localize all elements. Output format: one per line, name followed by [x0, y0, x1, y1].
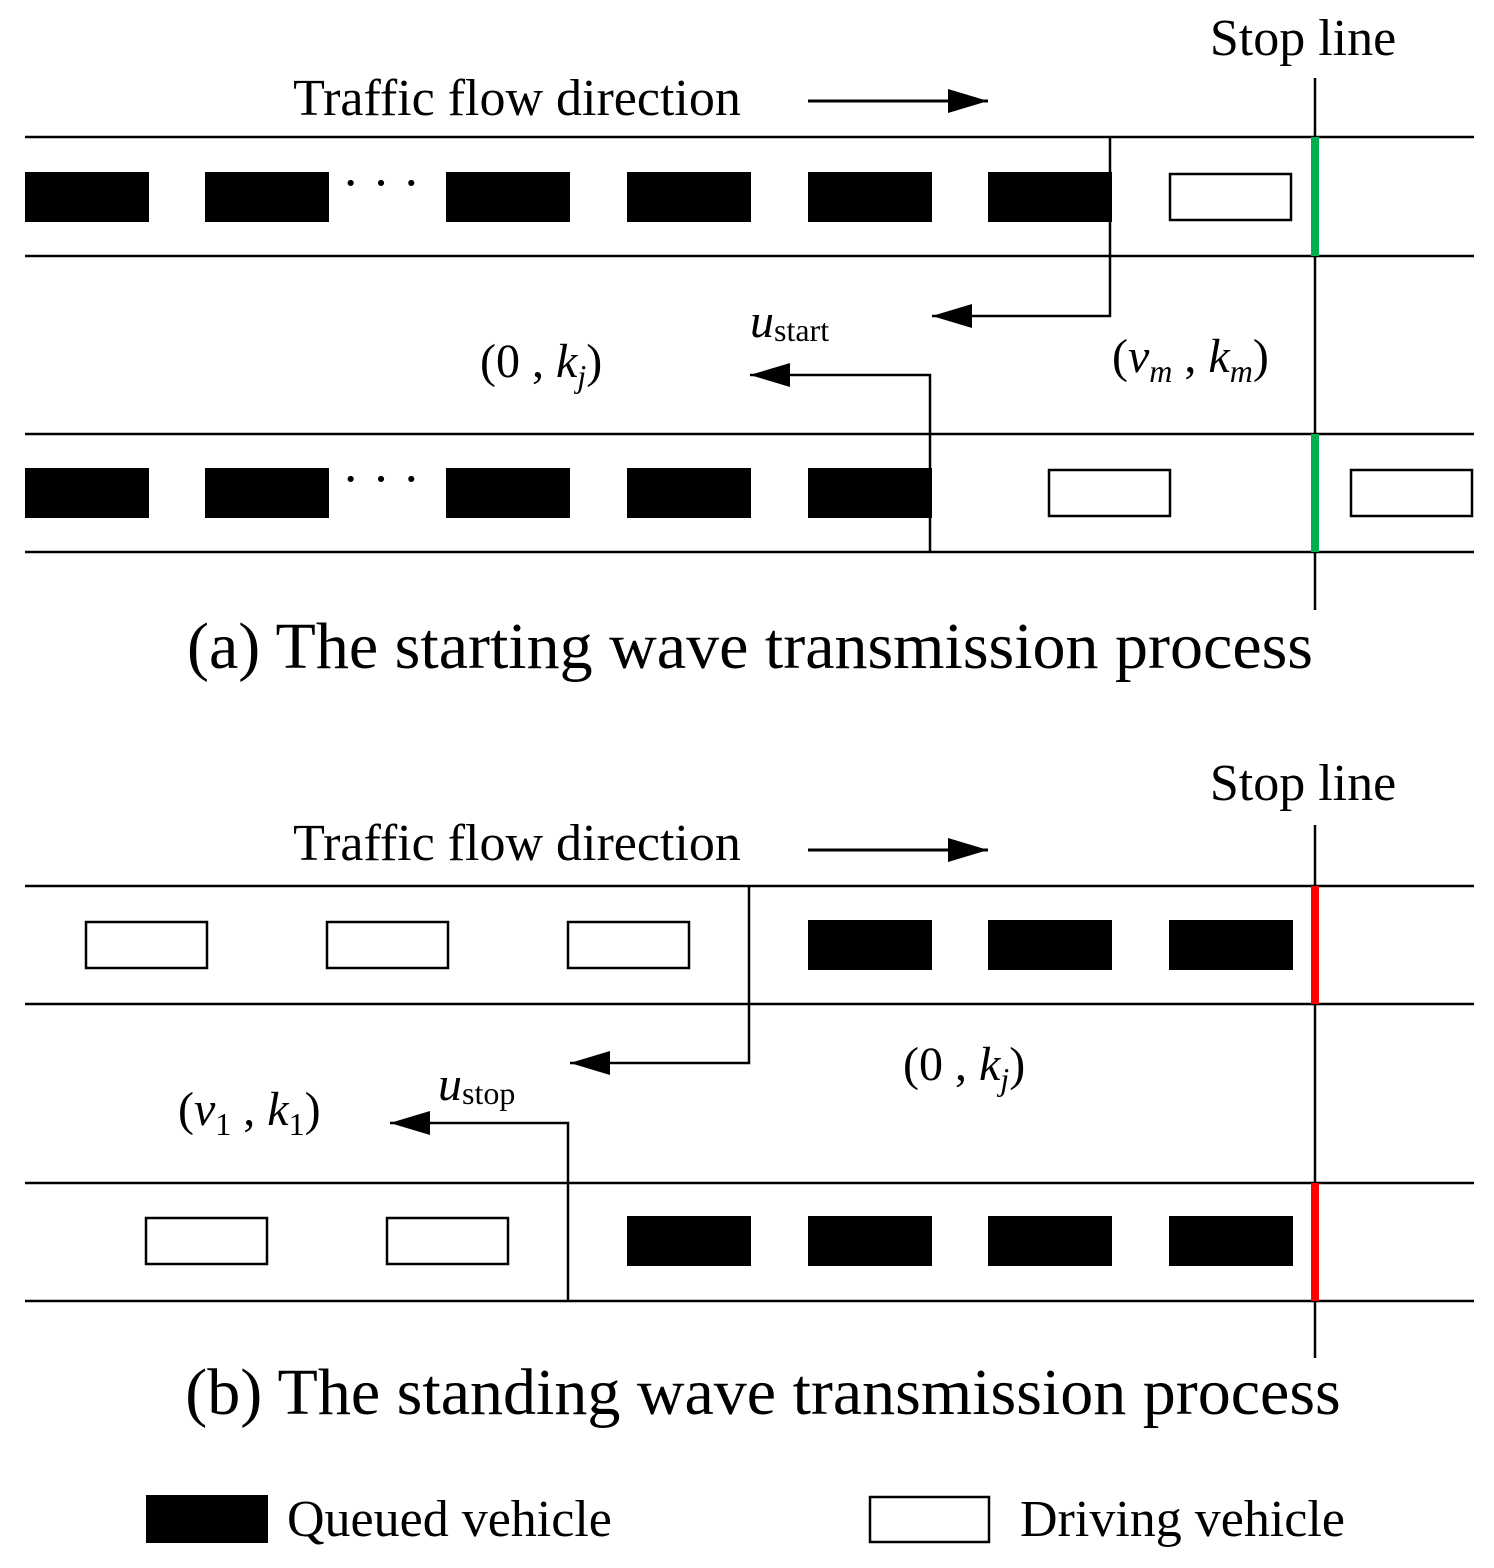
panel-a: Stop line Traffic flow direction · · · ·…: [25, 10, 1474, 683]
legend: Queued vehicle Driving vehicle: [146, 1491, 1345, 1548]
stop-line-label-b: Stop line: [1210, 755, 1396, 812]
stop-line-label-a: Stop line: [1210, 10, 1396, 67]
ellipsis: · · ·: [342, 155, 420, 212]
state-flow-b: (v1 , k1): [178, 1083, 321, 1142]
state-jam-density-a: (0 , kj): [480, 335, 602, 394]
caption-a: (a) The starting wave transmission proce…: [187, 610, 1313, 683]
queued-vehicle: [808, 1216, 932, 1266]
queued-vehicle: [808, 920, 932, 970]
queued-vehicle: [988, 920, 1112, 970]
starting-wave-arrow-upper: [932, 137, 1112, 328]
queued-vehicle: [627, 172, 751, 222]
flow-direction-label-a: Traffic flow direction: [293, 70, 741, 127]
state-flow-capacity-a: (vm , km): [1112, 330, 1269, 389]
queued-vehicle: [1169, 920, 1293, 970]
queued-vehicle: [988, 172, 1112, 222]
state-jam-density-b: (0 , kj): [903, 1038, 1025, 1097]
driving-vehicle: [325, 920, 450, 970]
queued-vehicle: [205, 468, 329, 518]
queued-vehicle: [205, 172, 329, 222]
driving-vehicle: [1047, 468, 1172, 518]
flow-direction-label-b: Traffic flow direction: [293, 815, 741, 872]
legend-queued-label: Queued vehicle: [287, 1491, 612, 1548]
queued-vehicle: [446, 172, 570, 222]
driving-vehicle: [1349, 468, 1474, 518]
queued-vehicle: [25, 468, 149, 518]
wave-speed-label-start: ustart: [750, 295, 829, 348]
driving-vehicle: [1168, 172, 1293, 222]
panel-b: Stop line Traffic flow direction ustop (…: [25, 755, 1474, 1429]
stopping-wave-arrow-upper: [570, 886, 751, 1075]
queued-vehicle: [808, 468, 932, 518]
caption-b: (b) The standing wave transmission proce…: [185, 1356, 1340, 1429]
queued-vehicle: [808, 172, 932, 222]
queued-vehicle: [627, 1216, 751, 1266]
ellipsis: · · ·: [342, 451, 420, 508]
legend-driving-label: Driving vehicle: [1020, 1491, 1345, 1548]
driving-vehicle: [385, 1216, 510, 1266]
queued-vehicle: [25, 172, 149, 222]
driving-vehicle: [84, 920, 209, 970]
stopping-wave-arrow-lower: [390, 1111, 570, 1301]
wave-speed-label-stop: ustop: [438, 1058, 515, 1111]
driving-vehicle: [144, 1216, 269, 1266]
queued-vehicle: [988, 1216, 1112, 1266]
starting-wave-arrow-lower: [750, 363, 932, 552]
legend-queued-swatch: [146, 1495, 268, 1543]
queued-vehicle: [1169, 1216, 1293, 1266]
queued-vehicle: [446, 468, 570, 518]
legend-driving-swatch: [868, 1495, 991, 1544]
queued-vehicle: [627, 468, 751, 518]
driving-vehicle: [566, 920, 691, 970]
